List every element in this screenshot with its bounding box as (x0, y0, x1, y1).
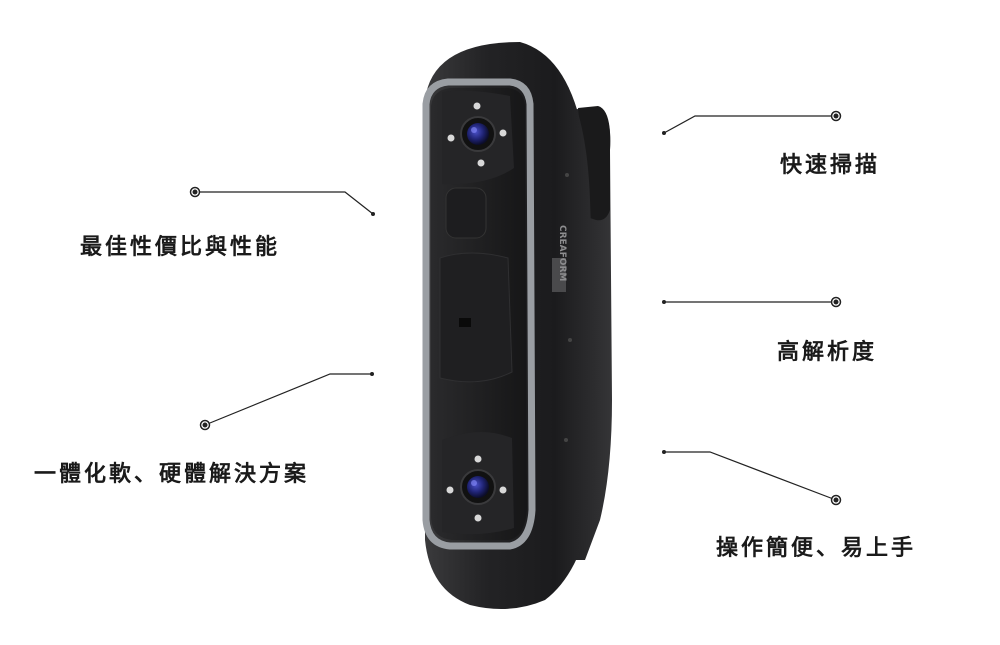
feature-label-best-value: 最佳性價比與性能 (80, 235, 281, 260)
scanner-bezel (422, 78, 536, 550)
feature-label-high-resolution: 高解析度 (777, 340, 878, 365)
bottom-camera-lens (446, 455, 507, 522)
top-camera-lens (447, 102, 507, 167)
feature-label-fast-scanning: 快速掃描 (780, 153, 881, 178)
brand-text: CREAFORM (557, 225, 567, 281)
feature-label-integrated-solution: 一體化軟、硬體解決方案 (34, 462, 310, 487)
feature-label-easy-to-use: 操作簡便、易上手 (716, 536, 917, 561)
